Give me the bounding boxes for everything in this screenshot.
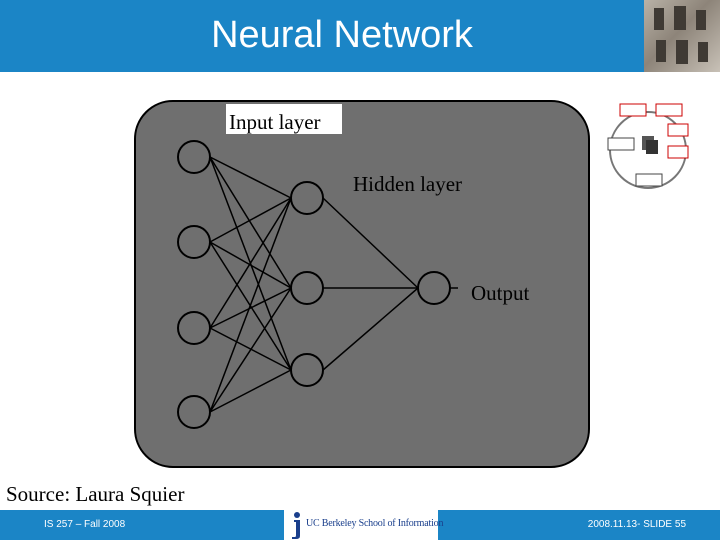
- edge-input-1-hidden-2: [209, 156, 292, 289]
- school-logo: UC Berkeley School of Information: [284, 510, 443, 540]
- input-layer-label: Input layer: [229, 110, 321, 134]
- edge-input-2-hidden-1: [209, 197, 292, 243]
- edge-input-4-hidden-3: [209, 369, 292, 413]
- school-name: UC Berkeley School of Information: [306, 518, 444, 529]
- input-label-bg: [226, 104, 342, 134]
- input-node-1: [177, 140, 211, 174]
- footer-bar: IS 257 – Fall 2008 UC Berkeley School of…: [0, 510, 720, 540]
- hidden-node-3: [290, 353, 324, 387]
- slide-title: Neural Network: [211, 14, 473, 56]
- edge-input-4-hidden-1: [209, 197, 292, 413]
- hidden-node-2: [290, 271, 324, 305]
- course-label: IS 257 – Fall 2008: [44, 519, 126, 530]
- edge-input-2-hidden-2: [209, 241, 292, 289]
- hidden-node-1: [290, 181, 324, 215]
- edge-input-3-hidden-2: [209, 287, 292, 329]
- hidden-layer-label: Hidden layer: [353, 172, 463, 196]
- slide-number: 2008.11.13- SLIDE 55: [587, 519, 686, 530]
- output-label: Output: [471, 281, 530, 305]
- edge-input-3-hidden-1: [209, 197, 292, 329]
- title-bar: Neural Network: [0, 0, 720, 72]
- output-node-1: [417, 271, 451, 305]
- edge-hidden-3-output-1: [322, 287, 419, 371]
- edge-input-1-hidden-1: [209, 156, 292, 199]
- process-cycle-thumbnail: [600, 98, 696, 196]
- input-node-4: [177, 395, 211, 429]
- edge-hidden-1-output-1: [322, 197, 419, 289]
- connection-edges: [209, 156, 458, 413]
- edge-input-4-hidden-2: [209, 287, 292, 413]
- input-node-2: [177, 225, 211, 259]
- diagram-panel: [134, 100, 590, 468]
- source-credit: Source: Laura Squier: [6, 482, 185, 506]
- berkeley-i-logo-icon: [292, 512, 300, 539]
- input-node-3: [177, 311, 211, 345]
- network-nodes: [177, 140, 451, 429]
- building-photo: [644, 0, 720, 72]
